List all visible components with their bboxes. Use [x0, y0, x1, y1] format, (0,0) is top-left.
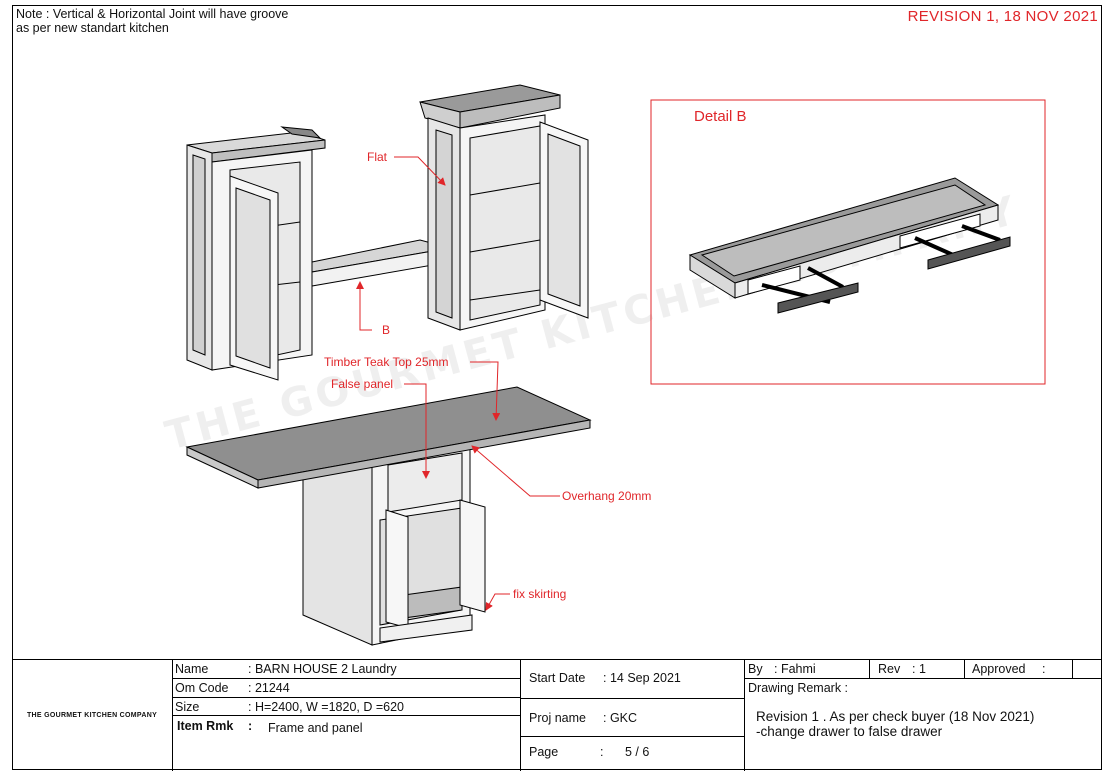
label-false-panel: False panel — [331, 377, 393, 391]
divider — [520, 660, 521, 771]
title-block: THE GOURMET KITCHEN COMPANY Name : BARN … — [12, 659, 1102, 771]
general-note: Note : Vertical & Horizontal Joint will … — [16, 7, 288, 35]
divider — [1072, 660, 1073, 678]
approved-value: : — [1042, 662, 1046, 676]
right-wall-cabinet — [419, 84, 589, 331]
label-timber-top: Timber Teak Top 25mm — [324, 355, 449, 369]
divider — [172, 697, 520, 698]
divider — [869, 660, 870, 678]
detail-b-title: Detail B — [694, 108, 747, 125]
divider — [172, 678, 520, 679]
detail-b-shelf — [688, 177, 1011, 314]
detail-b-box — [650, 99, 1046, 385]
timber-teak-top — [185, 386, 592, 489]
fix-skirting-leader — [485, 593, 510, 611]
size-value: : H=2400, W =1820, D =620 — [248, 700, 405, 714]
page-colon: : — [600, 745, 604, 759]
remark-line-2: -change drawer to false drawer — [756, 724, 943, 739]
overhang-leader — [471, 445, 560, 497]
om-code-value: : 21244 — [248, 681, 290, 695]
page-label: Page — [529, 745, 559, 759]
item-rmk-colon: : — [248, 719, 253, 733]
page-value: 5 / 6 — [625, 745, 650, 759]
size-label: Size — [175, 700, 200, 714]
om-code-label: Om Code — [175, 681, 229, 695]
proj-name-value: : GKC — [603, 711, 638, 725]
by-label: By — [748, 662, 763, 676]
divider — [520, 698, 744, 699]
note-line-2: as per new standart kitchen — [16, 21, 169, 35]
revision-header: REVISION 1, 18 NOV 2021 — [907, 8, 1098, 25]
drawing-remark-label: Drawing Remark : — [748, 681, 849, 695]
label-flat: Flat — [367, 150, 388, 164]
start-date-value: : 14 Sep 2021 — [603, 671, 681, 685]
divider — [520, 736, 744, 737]
item-rmk-label: Item Rmk — [177, 719, 234, 733]
annotation-leaders — [356, 156, 560, 611]
label-b: B — [382, 323, 390, 337]
rev-label: Rev — [878, 662, 901, 676]
approved-label: Approved — [972, 662, 1026, 676]
name-label: Name — [175, 662, 209, 676]
proj-name-label: Proj name — [529, 711, 586, 725]
divider — [964, 660, 965, 678]
divider — [172, 715, 520, 716]
drawing-sheet-border — [12, 5, 1102, 770]
divider — [744, 678, 1102, 679]
company-name: THE GOURMET KITCHEN COMPANY — [26, 711, 158, 719]
label-overhang: Overhang 20mm — [562, 489, 651, 503]
b-leader — [356, 281, 372, 331]
timber-top-leader — [470, 361, 501, 421]
cabinet-drawing: THE GOURMET KITCHEN COMPANY — [161, 84, 1046, 646]
note-line-1: Note : Vertical & Horizontal Joint will … — [16, 7, 289, 21]
rev-value: : 1 — [912, 662, 926, 676]
left-wall-cabinet — [186, 126, 326, 381]
label-fix-skirting: fix skirting — [513, 587, 566, 601]
start-date-label: Start Date — [529, 671, 586, 685]
by-value: : Fahmi — [774, 662, 816, 676]
remark-line-1: Revision 1 . As per check buyer (18 Nov … — [756, 709, 1035, 724]
item-rmk-value: Frame and panel — [268, 721, 363, 735]
false-panel-leader — [404, 383, 430, 479]
flat-leader — [394, 156, 446, 186]
name-value: : BARN HOUSE 2 Laundry — [248, 662, 397, 676]
base-cabinet — [302, 444, 486, 646]
divider — [744, 660, 745, 771]
